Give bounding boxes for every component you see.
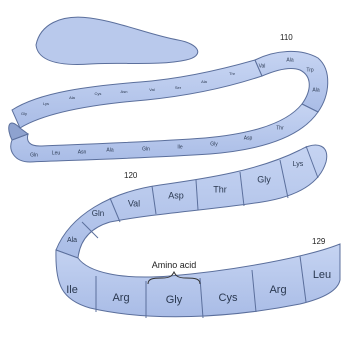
residue-label: Ala — [67, 237, 77, 244]
residue-number-129: 129 — [312, 237, 326, 246]
residue-label: Asn — [78, 149, 87, 155]
amino-acid-label: Amino acid — [152, 260, 197, 270]
residue-label: Val — [259, 63, 266, 69]
residue-label: Gln — [142, 146, 150, 152]
residue-label: Leu — [52, 150, 61, 156]
ribbon-top-strand — [12, 60, 262, 128]
residue-label: Gly — [257, 174, 271, 184]
residue-number-110: 110 — [280, 33, 293, 42]
residue-label: Ile — [66, 284, 78, 296]
residue-label: Val — [149, 87, 155, 92]
ribbon-lower-mid — [56, 145, 327, 258]
residue-label: Asn — [121, 89, 128, 94]
residue-label: Leu — [313, 269, 331, 281]
residue-label: Val — [128, 198, 140, 208]
residue-label: Ala — [312, 87, 319, 93]
ribbon-tail — [36, 17, 198, 64]
residue-label: Thr — [229, 71, 236, 76]
residue-label: Ile — [177, 144, 183, 150]
residue-label: Gly — [21, 111, 27, 116]
residue-label: Gln — [92, 209, 104, 218]
residue-label: Cys — [219, 292, 238, 304]
residue-label: Thr — [276, 125, 284, 131]
residue-label: Ala — [106, 147, 113, 153]
residue-label: Gly — [166, 294, 183, 306]
residue-label: Lys — [293, 161, 304, 168]
residue-label: Arg — [112, 292, 129, 304]
residue-label: Ala — [201, 79, 208, 84]
residue-label: Ala — [286, 57, 293, 63]
residue-label: Gly — [210, 141, 218, 147]
residue-label: Gln — [30, 152, 38, 158]
residue-label: Asp — [244, 135, 253, 141]
residue-label: Trp — [306, 67, 314, 73]
residue-label: Thr — [213, 184, 227, 194]
residue-label: Arg — [269, 284, 286, 296]
residue-label: Ala — [69, 95, 76, 100]
residue-number-120: 120 — [124, 171, 138, 180]
residue-label: Ser — [175, 85, 182, 90]
residue-label: Asp — [168, 190, 184, 200]
residue-label: Lys — [43, 101, 49, 106]
residue-label: Cys — [95, 91, 102, 96]
